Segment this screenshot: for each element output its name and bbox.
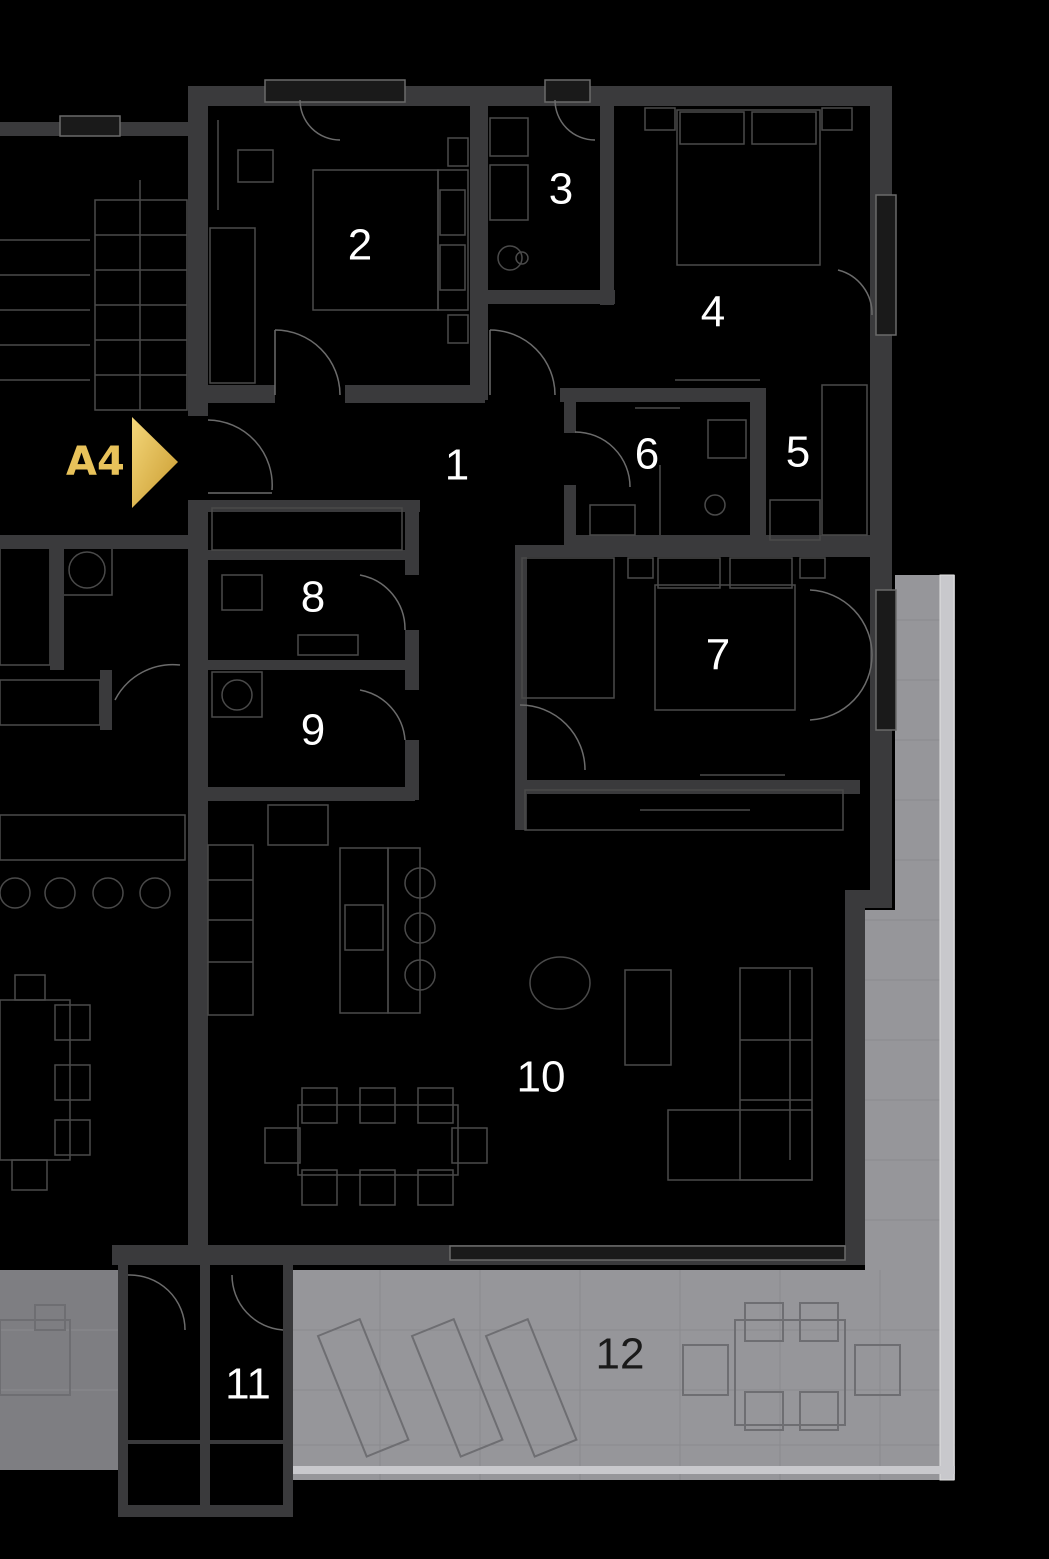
unit-entry-marker: A4 (66, 417, 178, 508)
room-label-3: 3 (549, 165, 573, 214)
doors (114, 99, 873, 1331)
furniture (207, 107, 868, 1206)
room-label-5: 5 (786, 428, 810, 477)
windows (59, 79, 897, 1261)
room-label-11: 11 (225, 1360, 271, 1409)
room-label-7: 7 (706, 631, 730, 680)
room-label-9: 9 (301, 706, 325, 755)
room-label-10: 10 (517, 1053, 566, 1102)
room-label-6: 6 (635, 430, 659, 479)
terrace-area (0, 574, 955, 1481)
unit-label: A4 (66, 439, 125, 485)
room-label-1: 1 (445, 441, 469, 490)
room-labels: 1 2 3 4 5 6 7 8 9 10 11 12 (225, 165, 810, 1409)
entry-arrow-icon (132, 417, 178, 508)
room-label-12: 12 (596, 1330, 645, 1379)
room-label-2: 2 (348, 221, 372, 270)
room-label-8: 8 (301, 573, 325, 622)
room-label-4: 4 (701, 288, 725, 337)
